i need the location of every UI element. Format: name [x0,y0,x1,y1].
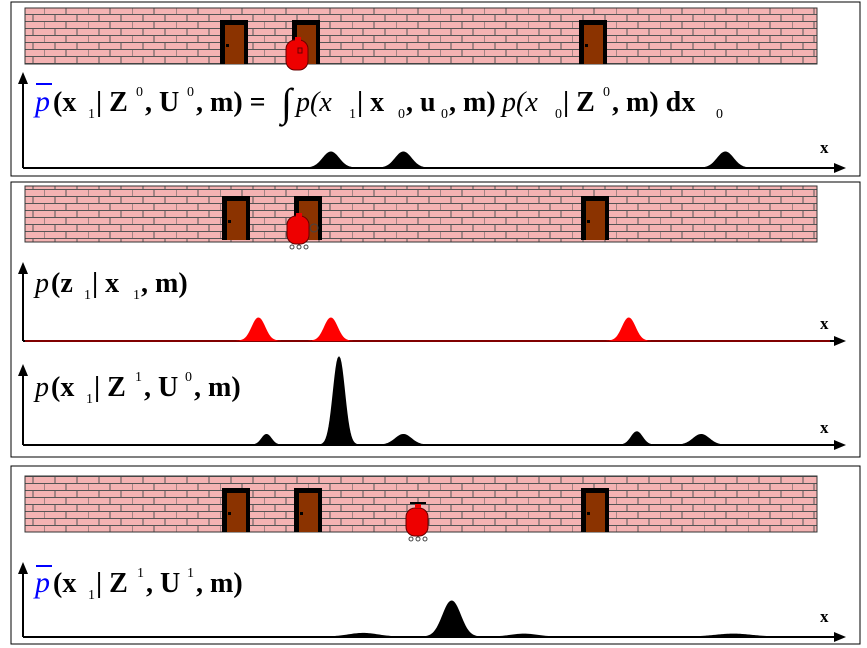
robot-icon [286,213,319,250]
wall-1 [24,7,818,65]
panel-1-frame [10,1,861,177]
wall-2 [24,185,818,243]
formula-text: 1 [88,588,95,603]
axis-2b [18,364,846,450]
formula-text: , m) dx [612,87,695,118]
formula-text: 0 [398,107,405,122]
door-icon [222,488,250,532]
axis-label-x: x [820,138,829,157]
robot-icon [285,37,309,71]
formula-text: (z [51,268,73,299]
formula-text: | x [357,87,384,118]
formula-posterior-belief: p (x 1 | Z 1 , U 0 , m) [33,370,241,407]
axis-label-x: x [820,607,829,626]
formula-text: 0 [187,85,194,100]
formula-measurement-model: p (z 1 | x 1 , m) [33,268,188,303]
formula-text: (x [53,568,76,599]
formula-text: , m) = [196,87,266,118]
formula-text: 0 [716,107,723,122]
formula-text: , m) [449,87,496,118]
formula-text: p [33,268,49,299]
formula-text: p [33,372,49,403]
integral-symbol: ∫ [278,80,295,127]
formula-text: p(x [294,87,332,118]
formula-text: 0 [136,85,143,100]
panel-3-frame [10,465,861,645]
formula-text: p [33,85,50,118]
formula-text: 1 [135,370,142,385]
formula-text: , m) [141,268,188,299]
formula-text: p [33,566,50,599]
formula-text: 1 [86,392,93,407]
door-icon [294,488,322,532]
formula-text: | x [92,268,119,299]
measurement-likelihood-curve [25,317,830,342]
formula-text: | Z [94,372,126,403]
formula-text: , U [146,568,180,599]
formula-text: p(x [500,87,538,118]
formula-text: , U [144,372,178,403]
formula-text: , u [406,87,436,118]
axis-label-x: x [820,418,829,437]
door-icon [220,20,248,64]
door-icon [579,20,607,64]
formula-text: (x [51,372,74,403]
formula-text: , U [145,87,179,118]
formula-text: , m) [194,372,241,403]
door-icon [581,196,609,240]
formula-text: 1 [187,566,194,581]
axis-label-x: x [820,314,829,333]
formula-text: 1 [349,107,356,122]
belief-curve-after-motion [25,600,830,638]
formula-text: 1 [137,566,144,581]
belief-curve-posterior [25,356,830,446]
formula-text: | Z [563,87,595,118]
formula-text: | Z [96,87,128,118]
formula-text: 0 [441,107,448,122]
formula-text: 1 [88,107,95,122]
formula-text: 0 [555,107,562,122]
formula-text: 1 [84,288,91,303]
belief-curve-predicted [25,151,830,169]
formula-text: (x [53,87,76,118]
formula-text: 0 [185,370,192,385]
panel-2-frame [10,181,861,458]
formula-text: 0 [603,85,610,100]
door-icon [581,488,609,532]
formula-text: | Z [96,568,128,599]
formula-predicted-belief-2: p (x 1 | Z 1 , U 1 , m) [33,565,243,603]
door-icon [222,196,250,240]
formula-text: 1 [133,288,140,303]
formula-predicted-belief: p (x 1 | Z 0 , U 0 , m) = ∫ p(x 1 | x 0 … [33,80,723,127]
formula-text: , m) [196,568,243,599]
robot-icon [405,502,429,542]
